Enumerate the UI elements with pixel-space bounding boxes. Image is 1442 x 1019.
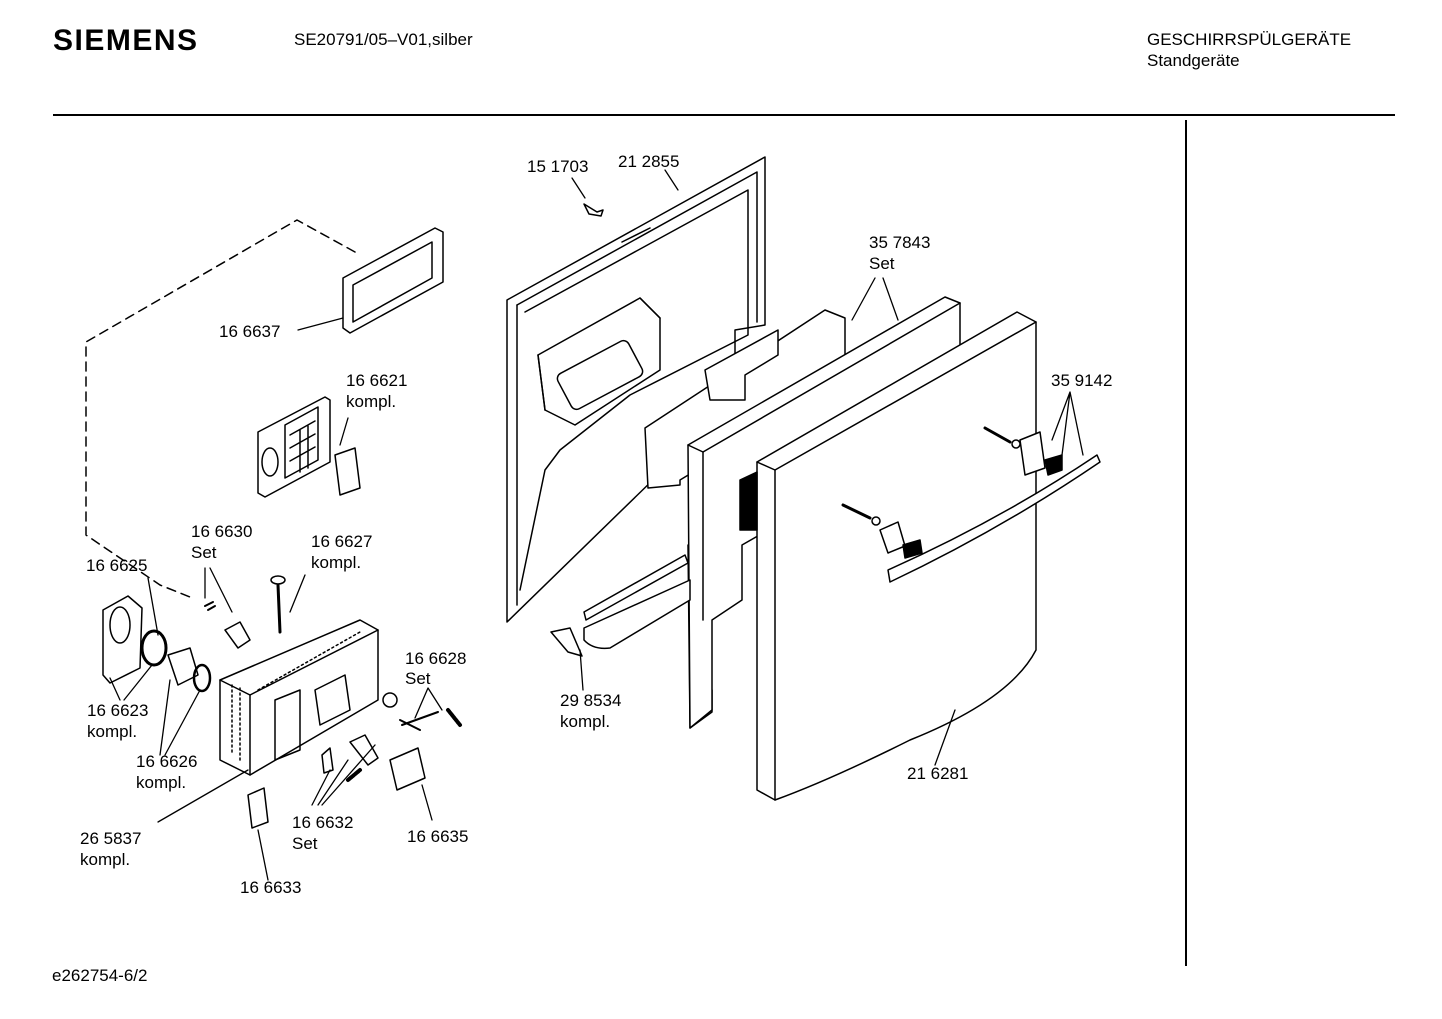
part-label: 16 6621 <box>346 371 408 390</box>
side-divider <box>1185 120 1187 966</box>
part-label-note: kompl. <box>560 712 611 731</box>
part-label: 16 6628 <box>405 649 467 668</box>
part-label-note: kompl. <box>311 553 362 572</box>
part-label: 21 6281 <box>907 764 969 783</box>
part-label: 16 6627 <box>311 532 373 551</box>
part-label-note: Set <box>869 254 895 273</box>
part-label: 16 6630 <box>191 522 253 541</box>
brand-logo: SIEMENS <box>53 24 199 57</box>
drawing-code: e262754-6/2 <box>52 966 148 985</box>
part-label: 15 1703 <box>527 157 589 176</box>
inner-door-panel <box>506 156 766 623</box>
part-label: 16 6632 <box>292 813 354 832</box>
part-label: 16 6623 <box>87 701 149 720</box>
screw-part <box>583 203 604 217</box>
door-handle <box>841 426 1101 583</box>
part-label-note: Set <box>191 543 217 562</box>
dispenser-housing <box>219 619 379 776</box>
part-label: 21 2855 <box>618 152 680 171</box>
part-label-note: kompl. <box>87 722 138 741</box>
part-label: 16 6626 <box>136 752 198 771</box>
category-title: GESCHIRRSPÜLGERÄTE <box>1147 30 1352 49</box>
part-label-note: kompl. <box>80 850 131 869</box>
part-label-note: kompl. <box>136 773 187 792</box>
dispenser-flap <box>342 227 444 334</box>
part-label: 16 6637 <box>219 322 281 341</box>
outer-door <box>739 311 1037 801</box>
part-label: 35 9142 <box>1051 371 1113 390</box>
part-label: 26 5837 <box>80 829 142 848</box>
part-label: 16 6633 <box>240 878 302 897</box>
assembly-dashed-line <box>85 219 356 598</box>
part-label: 16 6625 <box>86 556 148 575</box>
small-parts <box>102 575 462 829</box>
gasket-rail <box>550 554 691 657</box>
part-label: 16 6635 <box>407 827 469 846</box>
part-label-note: Set <box>405 669 431 688</box>
dispenser-cover <box>257 396 361 498</box>
part-label: 35 7843 <box>869 233 931 252</box>
header-divider <box>53 114 1395 116</box>
part-label-note: kompl. <box>346 392 397 411</box>
category-subtitle: Standgeräte <box>1147 51 1240 70</box>
part-label-note: Set <box>292 834 318 853</box>
model-number: SE20791/05–V01,silber <box>294 30 473 49</box>
part-label: 29 8534 <box>560 691 622 710</box>
leader-lines <box>109 169 1084 881</box>
